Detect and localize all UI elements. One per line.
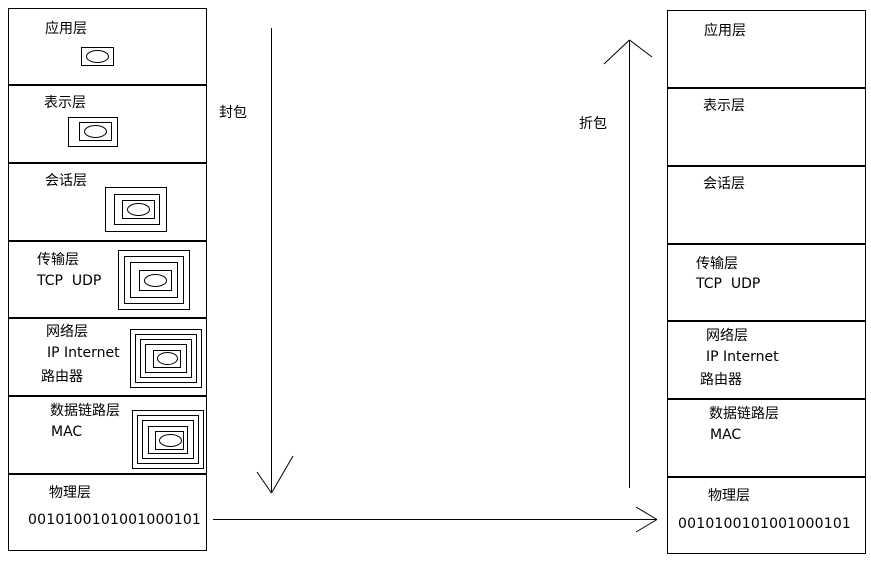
layer-device: 路由器 bbox=[41, 369, 83, 385]
layer-name: 传输层 bbox=[37, 252, 79, 268]
layer-name: 物理层 bbox=[708, 488, 750, 504]
layer-device: 路由器 bbox=[700, 372, 742, 388]
layer-name: 传输层 bbox=[696, 256, 738, 272]
layer-name: 表示层 bbox=[44, 95, 86, 111]
layer-protocols: IP Internet bbox=[47, 345, 120, 361]
layer-name: 数据链路层 bbox=[709, 406, 779, 422]
layer-name: 网络层 bbox=[706, 328, 748, 344]
right-session-layer: 会话层 bbox=[667, 166, 866, 244]
encapsulate-label: 封包 bbox=[219, 105, 247, 121]
layer-protocols: IP Internet bbox=[706, 349, 779, 365]
right-transport-layer: 传输层 TCP UDP bbox=[667, 244, 866, 321]
layer-name: 物理层 bbox=[49, 485, 91, 501]
layer-name: 表示层 bbox=[703, 98, 745, 114]
layer-protocols: MAC bbox=[51, 424, 83, 440]
right-network-layer: 网络层 IP Internet 路由器 bbox=[667, 321, 866, 399]
packet-icon-network bbox=[130, 329, 202, 388]
right-physical-layer: 物理层 0010100101001000101 bbox=[667, 477, 866, 554]
packet-icon-session bbox=[105, 187, 167, 232]
right-arrow-icon bbox=[213, 506, 658, 533]
packet-icon-data-link bbox=[132, 410, 204, 469]
bit-stream: 0010100101001000101 bbox=[678, 516, 852, 532]
decapsulate-label: 折包 bbox=[579, 116, 607, 132]
layer-protocols: TCP UDP bbox=[37, 273, 102, 289]
packet-icon-application bbox=[81, 47, 114, 66]
layer-name: 应用层 bbox=[704, 23, 746, 39]
layer-name: 应用层 bbox=[45, 21, 87, 37]
layer-protocols: TCP UDP bbox=[696, 276, 761, 292]
left-application-layer: 应用层 bbox=[8, 8, 207, 85]
right-application-layer: 应用层 bbox=[667, 10, 866, 88]
right-data-link-layer: 数据链路层 MAC bbox=[667, 399, 866, 477]
layer-name: 会话层 bbox=[45, 173, 87, 189]
up-arrow-icon bbox=[603, 39, 653, 488]
down-arrow-icon bbox=[256, 28, 294, 494]
packet-icon-presentation bbox=[68, 117, 118, 147]
layer-name: 数据链路层 bbox=[50, 403, 120, 419]
left-session-layer: 会话层 bbox=[8, 163, 207, 241]
layer-name: 会话层 bbox=[703, 176, 745, 192]
layer-name: 网络层 bbox=[46, 324, 88, 340]
right-presentation-layer: 表示层 bbox=[667, 88, 866, 166]
left-transport-layer: 传输层 TCP UDP bbox=[8, 241, 207, 318]
packet-icon-transport bbox=[118, 250, 190, 310]
left-presentation-layer: 表示层 bbox=[8, 85, 207, 163]
layer-protocols: MAC bbox=[710, 427, 742, 443]
bit-stream: 0010100101001000101 bbox=[28, 512, 202, 528]
left-physical-layer: 物理层 0010100101001000101 bbox=[8, 474, 207, 551]
